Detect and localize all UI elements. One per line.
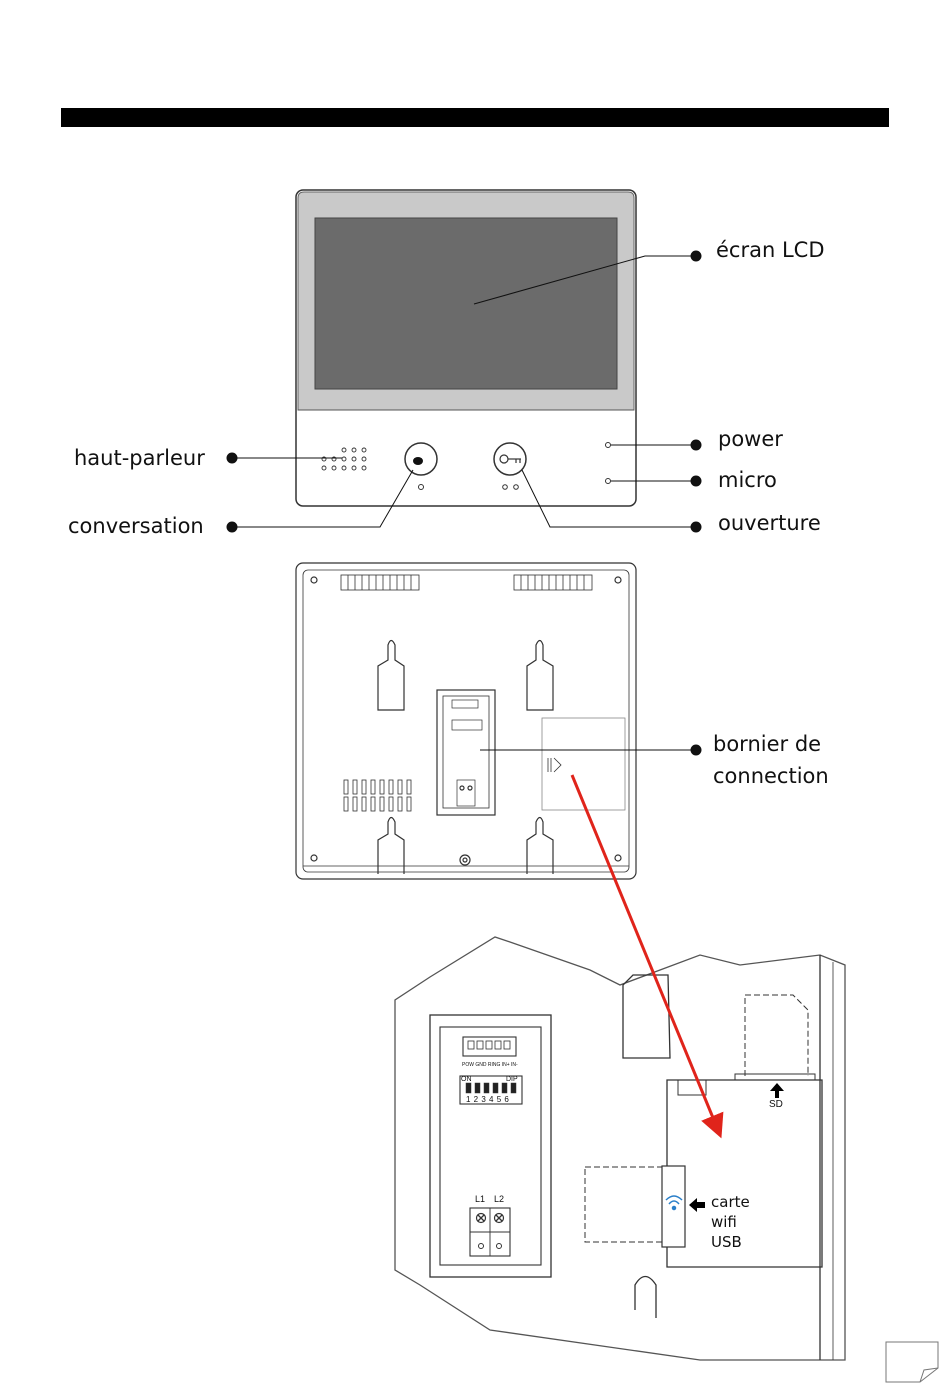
title-bar — [61, 108, 889, 127]
talk-icon — [413, 457, 423, 465]
lcd-screen — [315, 218, 617, 389]
back-monitor — [296, 563, 636, 879]
red-pointer-arrow — [572, 775, 718, 1130]
speaker-label: haut-parleur — [74, 448, 205, 469]
dip-off-label: DIP — [506, 1076, 518, 1083]
terminal-l2-label: L2 — [494, 1195, 504, 1204]
wifi-card-label-line2: USB — [711, 1232, 750, 1252]
conversation-label: conversation — [68, 516, 204, 537]
page-corner-icon — [886, 1342, 938, 1382]
detail-view — [395, 937, 845, 1360]
terminal-l1-label: L1 — [475, 1195, 485, 1204]
back-leader-line — [480, 745, 701, 755]
micro-label: micro — [718, 470, 777, 491]
connector-pins-label: POW GND RING IN+ IN- — [462, 1063, 518, 1068]
sd-label: SD — [769, 1100, 783, 1110]
unlock-label: ouverture — [718, 513, 821, 534]
wifi-arrow-icon — [689, 1198, 705, 1212]
terminal-block-label-line2: connection — [713, 760, 873, 792]
terminal-block-label-line1: bornier de — [713, 728, 873, 760]
front-monitor — [296, 190, 636, 506]
dip-on-label: ON — [461, 1076, 472, 1083]
power-label: power — [718, 429, 783, 450]
dip-numbers-label: 1 2 3 4 5 6 — [466, 1096, 509, 1104]
wifi-card-label-line1: carte wifi — [711, 1192, 750, 1232]
sd-arrow-icon — [770, 1083, 784, 1098]
terminal-block-label: bornier de connection — [713, 728, 873, 792]
wifi-card-label: carte wifi USB — [711, 1192, 750, 1252]
lcd-screen-label: écran LCD — [716, 240, 825, 261]
